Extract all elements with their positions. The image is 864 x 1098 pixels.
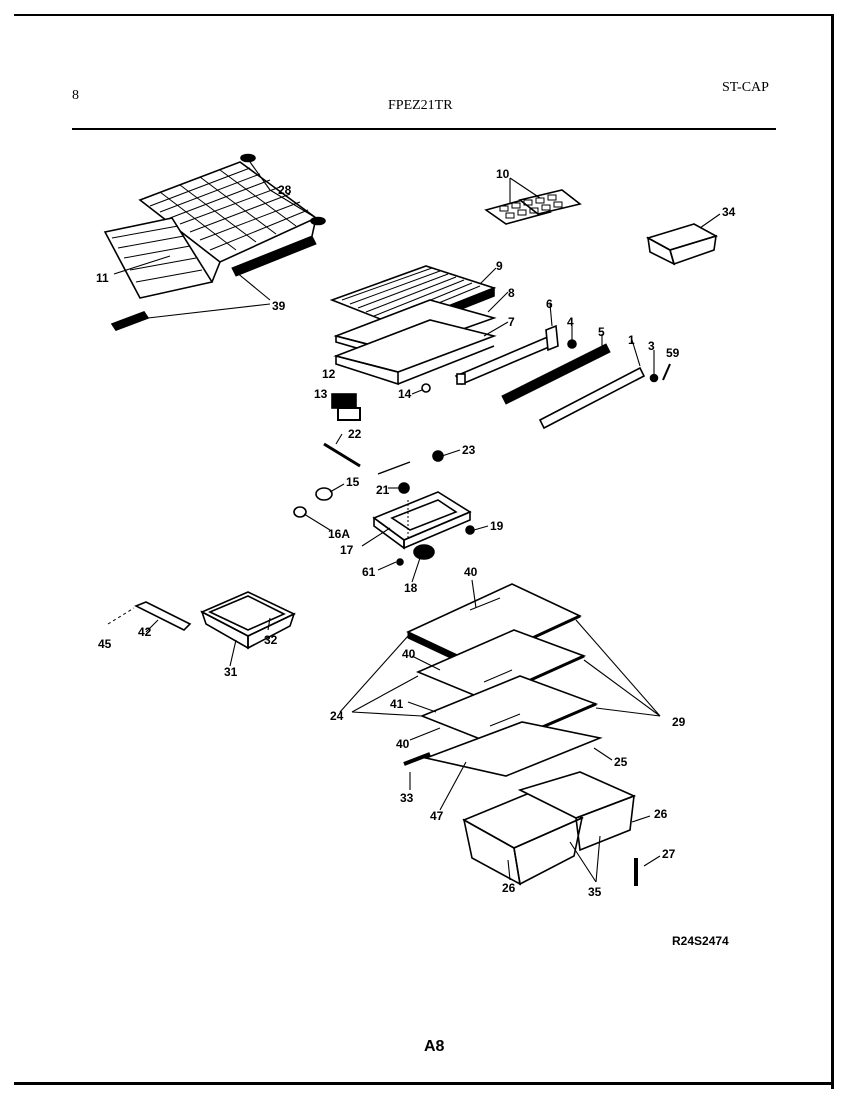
callout-18: 18 (404, 581, 418, 595)
callout-35: 35 (588, 885, 602, 899)
sheet-bottom-edge (14, 1082, 834, 1085)
callout-17: 17 (340, 543, 354, 557)
callout-42: 42 (138, 625, 152, 639)
callout-1: 1 (628, 333, 635, 347)
section-label: A8 (424, 1038, 445, 1055)
callout-8: 8 (508, 286, 515, 300)
freezer-wire-shelf (103, 153, 326, 331)
glass-shelves (403, 583, 603, 777)
callout-13: 13 (314, 387, 328, 401)
control-housing-assembly (293, 450, 475, 566)
callout-28: 28 (278, 183, 292, 197)
small-hardware (323, 393, 361, 468)
drawing-id: R24S2474 (672, 934, 729, 948)
callout-10: 10 (496, 167, 510, 181)
shelf-rails (421, 324, 671, 430)
header-rule (72, 128, 776, 130)
callout-27: 27 (662, 847, 676, 861)
callout-4: 4 (567, 315, 574, 329)
callout-23: 23 (462, 443, 476, 457)
callout-6: 6 (546, 297, 553, 311)
callout-41: 41 (390, 697, 404, 711)
callout-7: 7 (508, 315, 515, 329)
leader-lines (113, 161, 721, 883)
callout-24: 24 (330, 709, 344, 723)
callout-59: 59 (666, 346, 680, 360)
callout-34: 34 (722, 205, 736, 219)
callout-29: 29 (672, 715, 686, 729)
callout-14: 14 (398, 387, 412, 401)
sheet-right-edge (831, 14, 834, 1089)
evaporator-cover-stack (329, 265, 497, 386)
ice-trays (484, 189, 582, 225)
callout-26-left: 26 (502, 881, 516, 895)
callout-21: 21 (376, 483, 390, 497)
callout-26-right: 26 (654, 807, 668, 821)
callout-40-low: 40 (396, 737, 410, 751)
section-code: ST-CAP (722, 80, 769, 95)
callout-45: 45 (98, 637, 112, 651)
callout-31: 31 (224, 665, 238, 679)
model-number: FPEZ21TR (388, 98, 453, 113)
callout-11: 11 (96, 271, 109, 285)
callout-19: 19 (490, 519, 504, 533)
callout-39: 39 (272, 299, 286, 313)
callout-33: 33 (400, 791, 414, 805)
callout-32: 32 (264, 633, 278, 647)
callout-47: 47 (430, 809, 444, 823)
sheet-top-edge (14, 14, 834, 16)
callout-16A: 16A (328, 527, 350, 541)
callout-61: 61 (362, 565, 376, 579)
callout-25: 25 (614, 755, 628, 769)
callout-12: 12 (322, 367, 336, 381)
dairy-bin (107, 591, 296, 650)
page-number: 8 (72, 88, 79, 103)
callout-3: 3 (648, 339, 655, 353)
callout-40-top: 40 (464, 565, 478, 579)
callout-5: 5 (598, 325, 605, 339)
callout-22: 22 (348, 427, 362, 441)
callout-labels: 28 11 39 10 34 9 8 7 6 4 5 1 3 59 12 13 … (96, 167, 736, 899)
callout-9: 9 (496, 259, 503, 273)
callout-15: 15 (346, 475, 360, 489)
crisper-drawers (462, 771, 638, 886)
callout-40-mid: 40 (402, 647, 416, 661)
ice-bucket (645, 223, 719, 266)
